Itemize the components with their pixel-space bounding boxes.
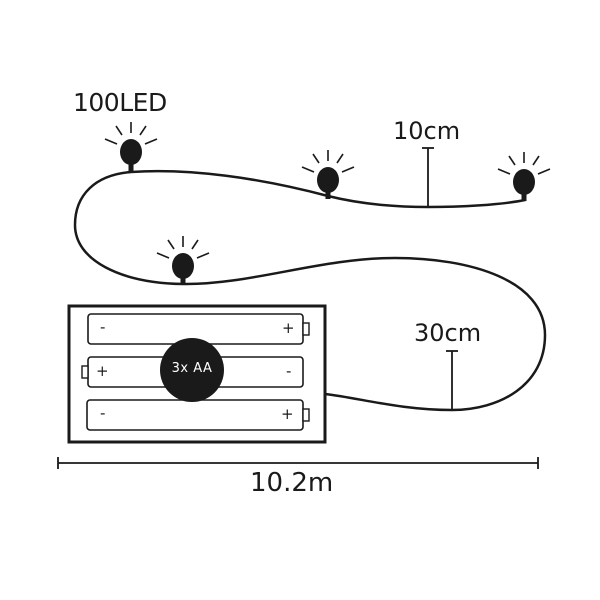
led-bulb-icon [301,150,355,199]
battery-count-badge [160,338,224,402]
led-count-label: 100LED [73,88,167,117]
battery-badge-label: 3x AA [171,361,213,376]
total-length-dimension-line [57,457,539,469]
battery-3-left-sign: - [100,404,106,422]
led-bulb-icon [156,236,210,285]
battery-2-left-sign: + [96,362,109,380]
battery-icon [86,399,310,431]
battery-box [67,304,327,444]
total-length-label: 10.2m [250,468,334,498]
led-cable [73,169,547,412]
spacing-dimension-marker [422,147,434,207]
lead-dimension-marker [446,350,458,410]
lead-cable-label: 30cm [414,319,482,347]
battery-3-right-sign: + [281,405,294,423]
battery-2-right-sign: - [286,362,292,380]
battery-1-right-sign: + [282,319,295,337]
led-bulb-icon [497,152,551,201]
battery-1-left-sign: - [100,318,106,336]
led-bulb-icon [104,122,158,171]
led-spacing-label: 10cm [393,117,461,145]
